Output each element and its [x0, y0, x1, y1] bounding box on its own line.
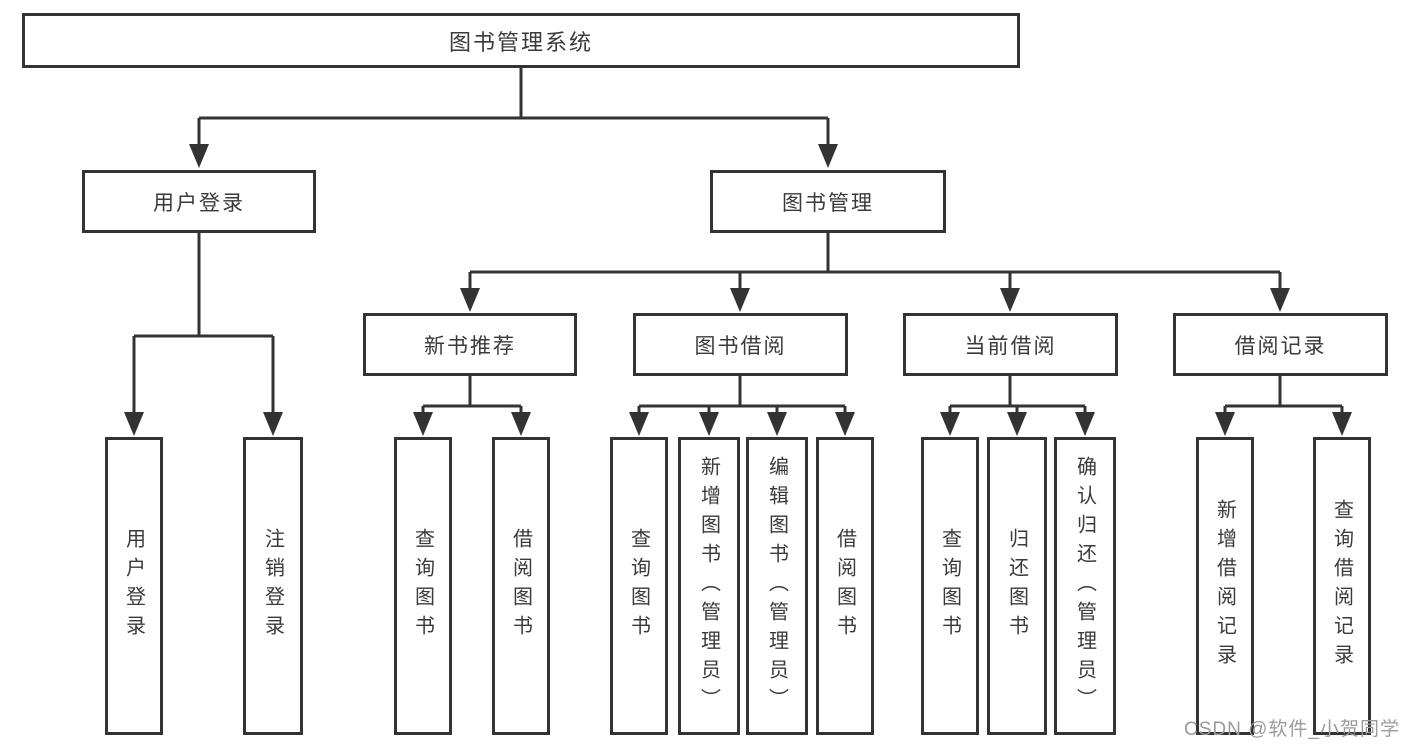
node-book-management: 图书管理 [710, 170, 946, 233]
leaf-recommend-borrow-books: 借阅图书 [492, 437, 550, 735]
node-root-library-system: 图书管理系统 [22, 13, 1020, 68]
leaf-recommend-query-books: 查询图书 [394, 437, 452, 735]
node-root-label: 图书管理系统 [448, 29, 593, 55]
leaf-borrow-books: 借阅图书 [816, 437, 874, 735]
leaf-edit-books-admin: 编辑图书（管理员） [746, 437, 808, 735]
node-book-management-label: 图书管理 [782, 191, 874, 215]
node-user-login-label: 用户登录 [153, 191, 245, 215]
leaf-user-login: 用户登录 [105, 437, 163, 735]
node-new-book-recommend: 新书推荐 [363, 313, 577, 376]
leaf-query-borrow-record: 查询借阅记录 [1313, 437, 1371, 735]
leaf-current-query-books: 查询图书 [921, 437, 979, 735]
node-user-login: 用户登录 [82, 170, 316, 233]
leaf-add-books-admin: 新增图书（管理员） [678, 437, 740, 735]
node-borrow-records-label: 借阅记录 [1234, 334, 1327, 358]
node-current-borrow: 当前借阅 [903, 313, 1118, 376]
arrowheads [124, 144, 1352, 436]
node-current-borrow-label: 当前借阅 [964, 334, 1057, 358]
leaf-logout: 注销登录 [243, 437, 303, 735]
leaf-return-books: 归还图书 [987, 437, 1047, 735]
leaf-confirm-return-admin: 确认归还（管理员） [1054, 437, 1116, 735]
leaf-borrow-query-books: 查询图书 [610, 437, 668, 735]
leaf-add-borrow-record: 新增借阅记录 [1196, 437, 1254, 735]
node-borrow-records: 借阅记录 [1173, 313, 1388, 376]
node-book-borrow-label: 图书借阅 [694, 334, 787, 358]
csdn-watermark: CSDN @软件_小贺同学 [1184, 719, 1400, 740]
node-book-borrow: 图书借阅 [633, 313, 848, 376]
node-new-book-recommend-label: 新书推荐 [424, 334, 516, 358]
